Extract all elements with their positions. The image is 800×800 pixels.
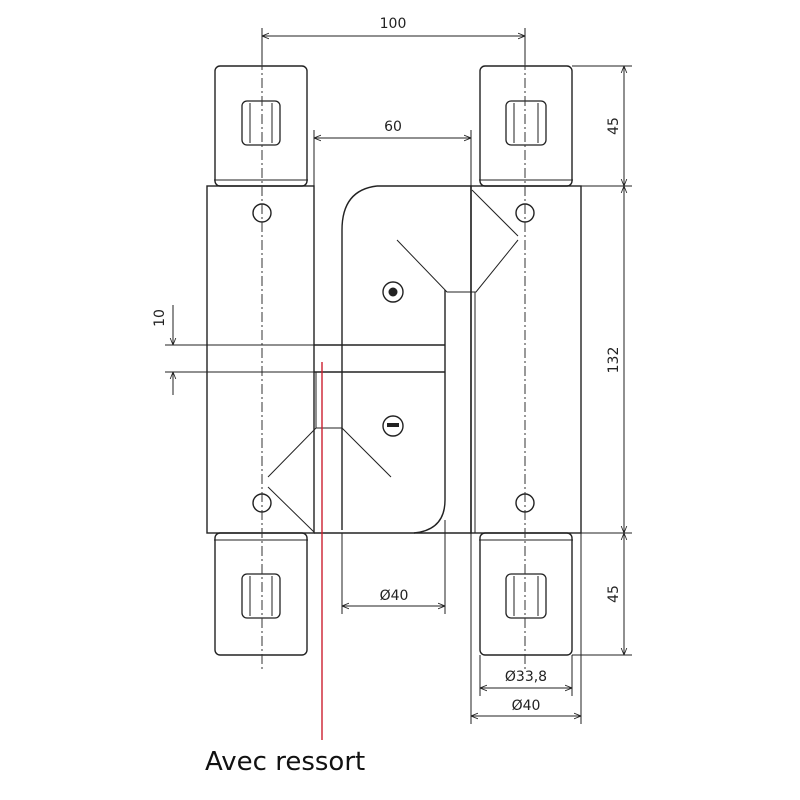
dim-label-60: 60	[384, 119, 402, 135]
dimension-10: 10	[152, 305, 314, 395]
dim-label-45-bottom: 45	[606, 585, 622, 603]
dimension-45-top: 45	[572, 65, 632, 187]
dimension-diameter-arm: Ø40	[341, 520, 446, 614]
dimension-60: 60	[313, 119, 472, 186]
dim-label-diameter-arm: Ø40	[380, 588, 409, 604]
dim-label-10: 10	[152, 309, 168, 327]
screw-head-lower	[382, 415, 404, 437]
dimension-132: 132	[581, 186, 632, 534]
dimension-45-bottom: 45	[572, 533, 632, 656]
dim-label-diameter-pin: Ø33,8	[505, 669, 547, 685]
screw-slot-bottom-right	[505, 573, 547, 619]
dim-label-132: 132	[606, 347, 622, 374]
dim-label-100: 100	[380, 16, 407, 32]
spring-callout-label: Avec ressort	[205, 747, 365, 777]
left-barrel	[206, 65, 315, 656]
hinge-arm	[267, 185, 519, 534]
screw-head-upper	[382, 281, 404, 303]
screw-slot-bottom-left	[241, 573, 281, 619]
dimension-diameter-pin: Ø33,8	[479, 655, 573, 696]
dim-label-diameter-barrel: Ø40	[512, 698, 541, 714]
dimension-100: 100	[261, 16, 526, 64]
right-barrel	[470, 65, 582, 656]
screw-slot-top-left	[241, 100, 281, 146]
dim-label-45-top: 45	[606, 117, 622, 135]
screw-slot-top-right	[505, 100, 547, 146]
dimension-diameter-barrel: Ø40	[470, 533, 582, 724]
